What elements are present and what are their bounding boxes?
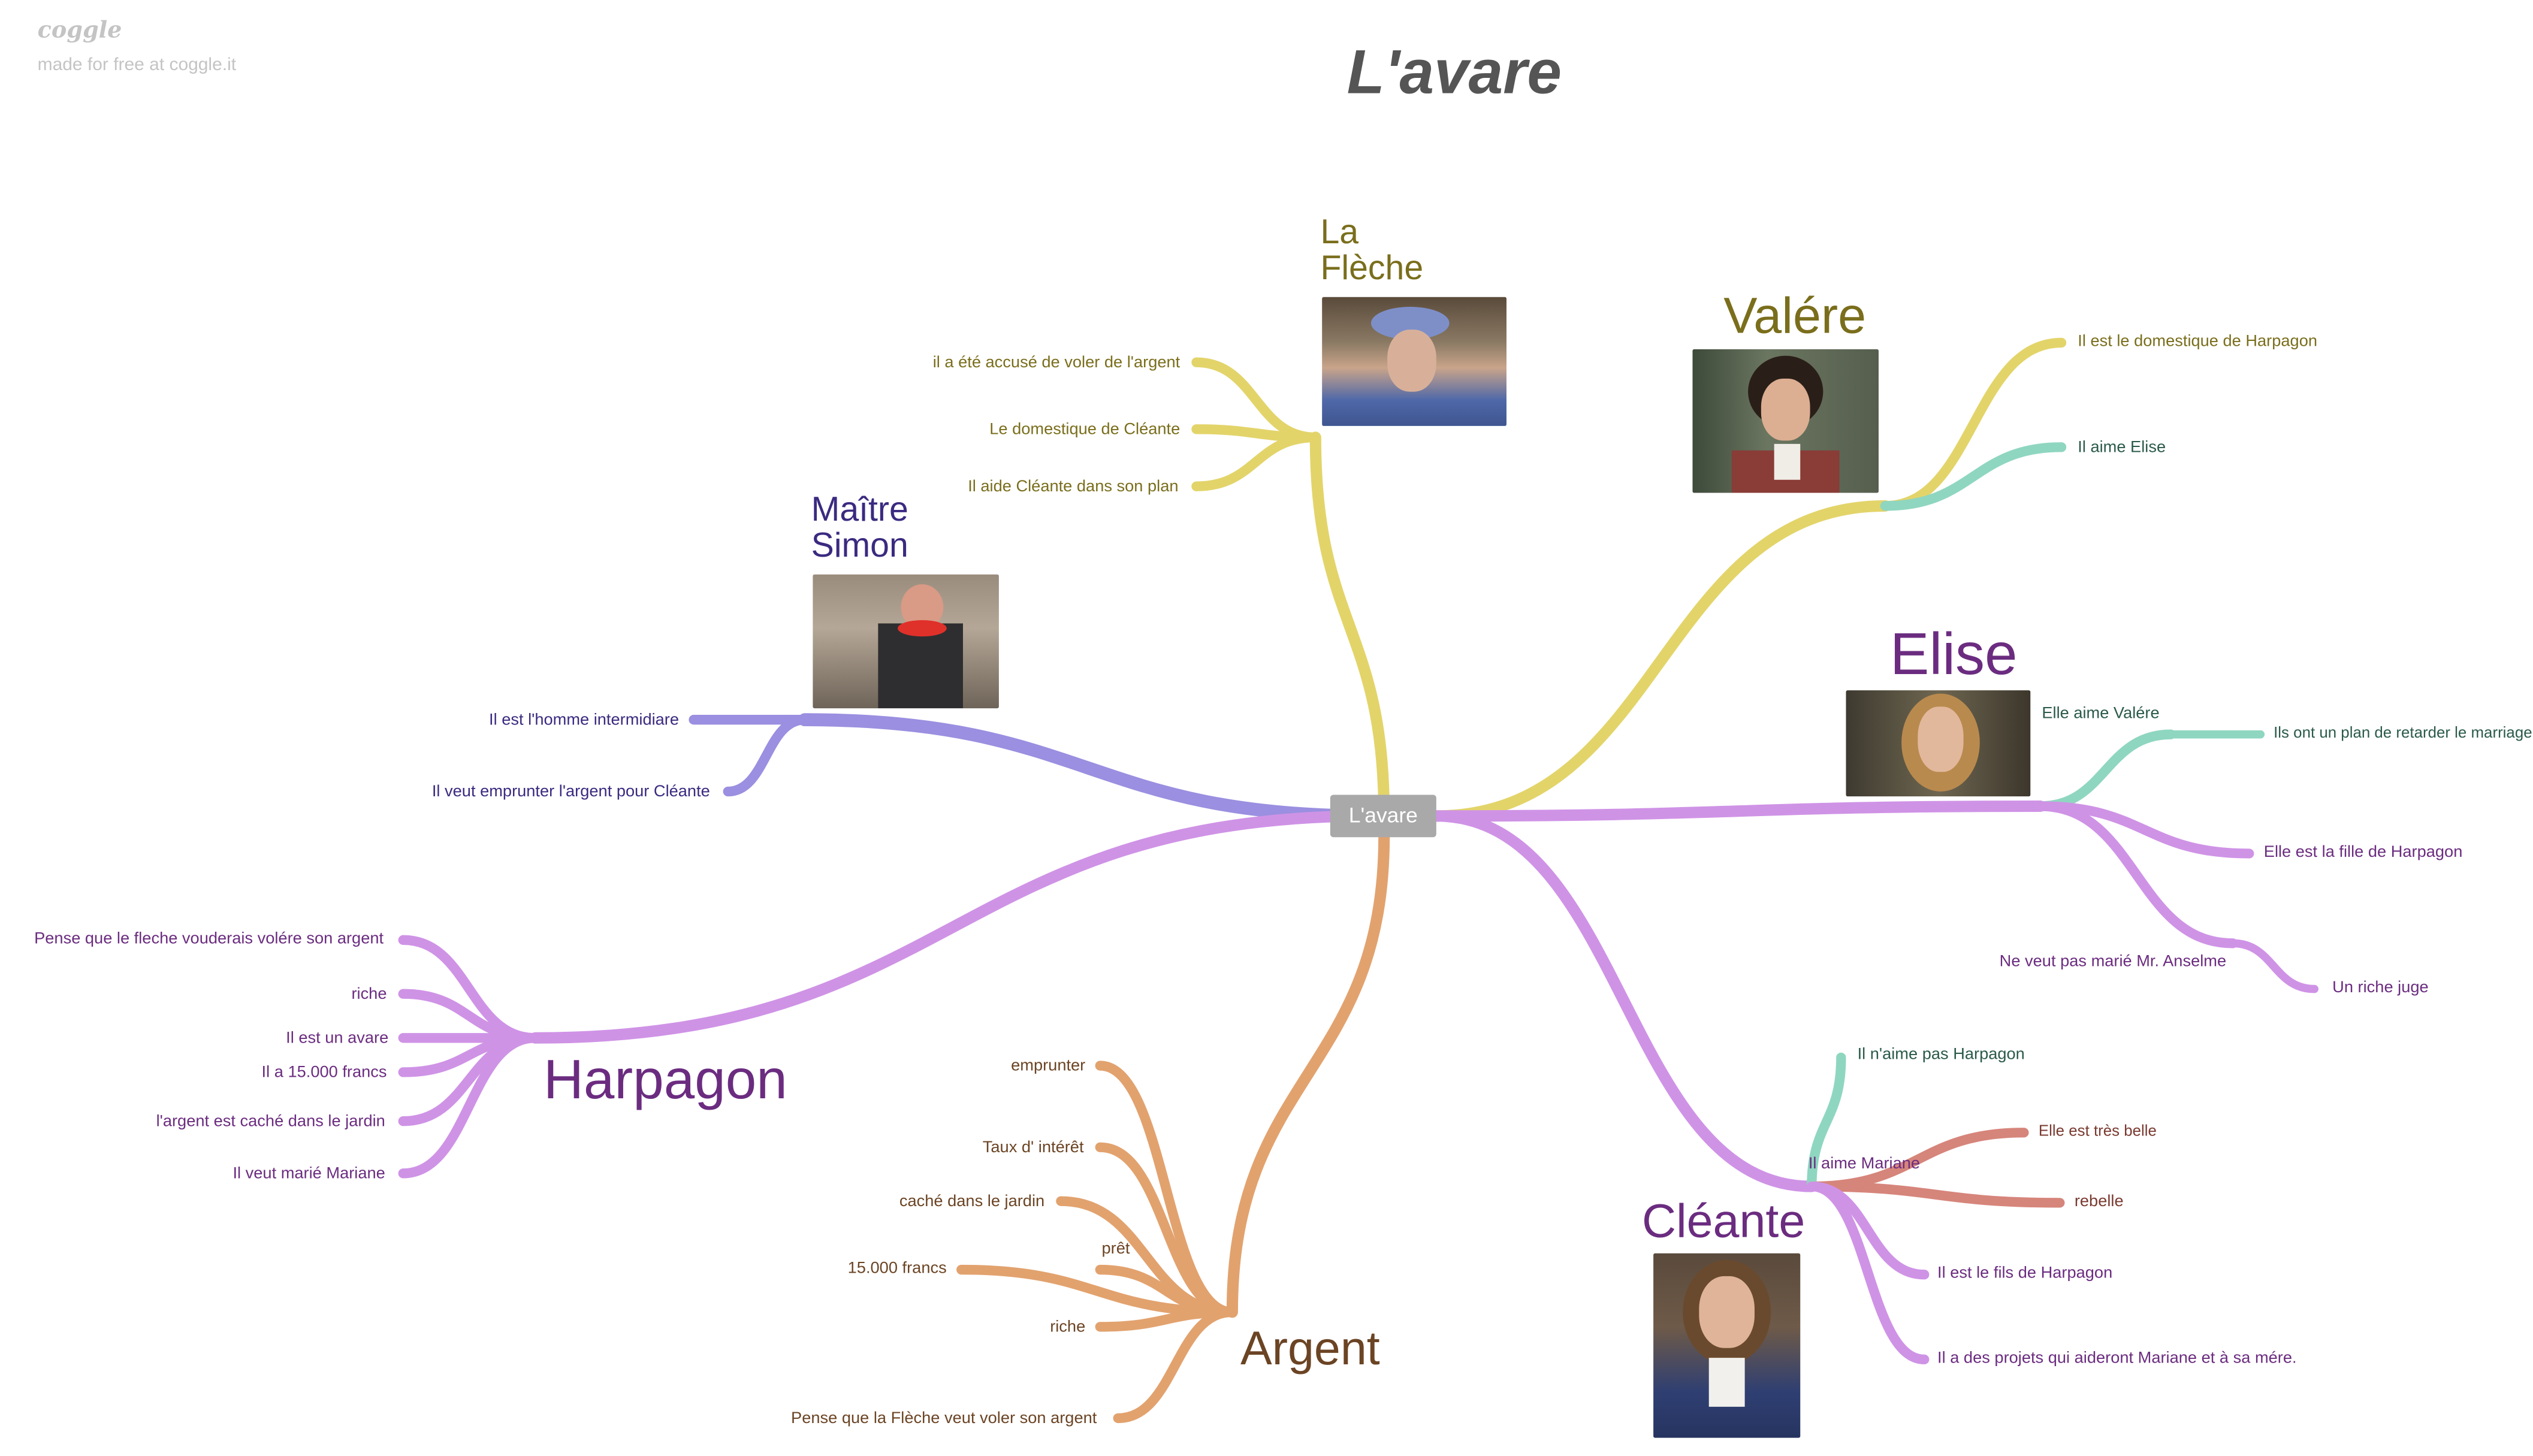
argent-item-pret[interactable]: prêt [1101, 1240, 1130, 1258]
coggle-tagline[interactable]: made for free at coggle.it [37, 55, 237, 75]
argent-item-francs[interactable]: 15.000 francs [847, 1259, 947, 1278]
node-harpagon[interactable]: Harpagon [543, 1049, 787, 1111]
elise-photo [1846, 690, 2031, 797]
node-elise[interactable]: Elise [1890, 620, 2018, 687]
fleche-item-domestique[interactable]: Le domestique de Cléante [989, 421, 1181, 439]
valere-photo [1692, 349, 1879, 493]
maitre-simon-photo [813, 574, 999, 709]
elise-link-0 [2035, 729, 2176, 811]
harpagon-item-francs[interactable]: Il a 15.000 francs [261, 1064, 387, 1082]
branch-maitre-simon [798, 713, 1378, 823]
argent-link-1 [1095, 1142, 1237, 1318]
node-cleante[interactable]: Cléante [1642, 1196, 1806, 1249]
la-fleche-photo [1322, 297, 1506, 426]
argent-item-cache[interactable]: caché dans le jardin [899, 1193, 1045, 1211]
node-la-fleche[interactable]: La Flèche [1320, 213, 1424, 288]
elise-item-plan[interactable]: Ils ont un plan de retarder le marriage [2274, 724, 2532, 743]
branch-cleante [1430, 810, 1818, 1192]
branch-harpagon [529, 810, 1377, 1044]
branch-valere [1430, 500, 1891, 822]
valere-link-0 [1880, 337, 2067, 511]
argent-item-voler[interactable]: Pense que la Flèche veut voler son argen… [791, 1410, 1097, 1428]
cleante-link-2 [1807, 1181, 2065, 1208]
argent-link-5 [1095, 1307, 1237, 1332]
harpagon-item-jardin[interactable]: l'argent est caché dans le jardin [156, 1113, 385, 1131]
elise-link-4 [2229, 939, 2319, 993]
fleche-link-2 [1191, 432, 1321, 491]
elise-link-3 [2035, 801, 2238, 948]
cleante-item-belle[interactable]: Elle est très belle [2038, 1122, 2157, 1141]
root-node[interactable]: L'avare [1330, 795, 1436, 838]
node-argent[interactable]: Argent [1240, 1323, 1380, 1376]
simon-link-1 [723, 714, 810, 797]
argent-item-taux[interactable]: Taux d' intérêt [982, 1139, 1084, 1158]
valere-item-aime-elise[interactable]: Il aime Elise [2078, 439, 2166, 457]
argent-link-6 [1113, 1307, 1237, 1424]
elise-item-juge[interactable]: Un riche juge [2332, 979, 2429, 998]
cleante-link-4 [1807, 1181, 1930, 1365]
harpagon-item-mariane[interactable]: Il veut marié Mariane [233, 1165, 385, 1183]
harpagon-item-riche[interactable]: riche [351, 986, 387, 1004]
argent-item-emprunter[interactable]: emprunter [1011, 1057, 1086, 1076]
cleante-item-naime-pas[interactable]: Il n'aime pas Harpagon [1857, 1046, 2025, 1064]
cleante-item-aime-mariane[interactable]: Il aime Mariane [1808, 1155, 1921, 1174]
coggle-logo[interactable]: coggle [37, 17, 122, 44]
argent-item-riche[interactable]: riche [1050, 1318, 1086, 1337]
elise-item-aime-valere[interactable]: Elle aime Valére [2042, 705, 2160, 723]
elise-link-2 [2035, 801, 2254, 859]
cleante-item-fils[interactable]: Il est le fils de Harpagon [1937, 1264, 2113, 1283]
branch-elise [1430, 800, 2046, 822]
simon-item-emprunter[interactable]: Il veut emprunter l'argent pour Cléante [431, 783, 710, 802]
branch-argent [1226, 830, 1390, 1318]
harpagon-link-0 [398, 935, 541, 1043]
branch-la-fleche [1309, 431, 1390, 822]
node-maitre-simon[interactable]: Maître Simon [811, 491, 908, 565]
page-title: L'avare [1346, 39, 1562, 108]
simon-item-intermidiare[interactable]: Il est l'homme intermidiare [489, 711, 680, 730]
cleante-item-rebelle[interactable]: rebelle [2074, 1193, 2124, 1211]
cleante-photo [1653, 1253, 1801, 1438]
cleante-item-projets[interactable]: Il a des projets qui aideront Mariane et… [1937, 1349, 2297, 1368]
harpagon-item-avare[interactable]: Il est un avare [286, 1029, 389, 1048]
elise-item-anselme[interactable]: Ne veut pas marié Mr. Anselme [1999, 953, 2227, 971]
node-valere[interactable]: Valére [1723, 287, 1867, 345]
fleche-item-aide[interactable]: Il aide Cléante dans son plan [968, 478, 1179, 497]
valere-link-1 [1880, 442, 2067, 511]
valere-item-domestique[interactable]: Il est le domestique de Harpagon [2078, 333, 2318, 351]
argent-link-4 [956, 1264, 1237, 1318]
harpagon-item-fleche[interactable]: Pense que le fleche vouderais volére son… [34, 930, 384, 948]
elise-item-fille[interactable]: Elle est la fille de Harpagon [2263, 844, 2463, 862]
fleche-item-accuse[interactable]: il a été accusé de voler de l'argent [932, 354, 1181, 373]
cleante-link-0 [1807, 1052, 1846, 1192]
harpagon-link-5 [398, 1033, 541, 1179]
